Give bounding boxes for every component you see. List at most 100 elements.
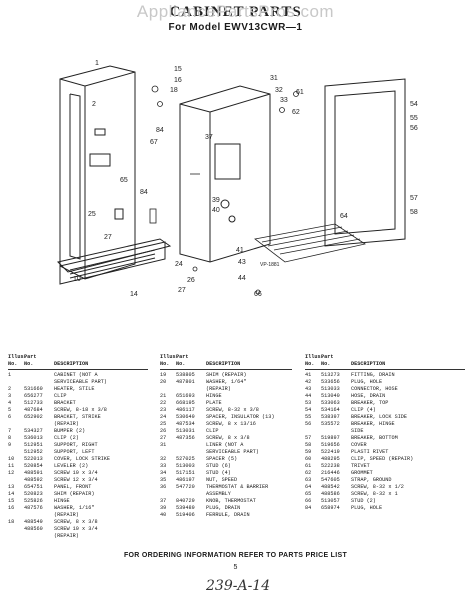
part-no-cell: 512952 <box>24 449 43 455</box>
description-cell: HEATER, STILE <box>54 386 95 392</box>
part-no-cell: 668195 <box>176 400 195 406</box>
description-cell: LINER (NOT A <box>206 442 244 448</box>
part-no-cell: 520854 <box>24 463 43 469</box>
part-no-cell <box>321 428 351 435</box>
part-no-cell: 651693 <box>176 393 195 399</box>
part-no-cell: 525826 <box>24 498 43 504</box>
part-no-cell: 522238 <box>321 463 340 469</box>
callout-18: 18 <box>170 87 178 94</box>
illus-no-cell: 36 <box>160 484 167 490</box>
description-cell: SERVICEABLE PART) <box>54 379 107 385</box>
illus-no-cell: 65 <box>305 491 312 497</box>
callout-33: 33 <box>280 97 288 104</box>
part-no-cell <box>24 533 54 540</box>
part-no-cell: 547605 <box>321 477 340 483</box>
callout-57: 57 <box>410 195 418 202</box>
illus-no-cell: 60 <box>305 456 312 462</box>
part-no-cell: 658974 <box>321 505 340 511</box>
callout-27: 27 <box>104 234 112 241</box>
description-cell: (REPAIR) <box>206 386 231 392</box>
illus-no-cell: 10 <box>8 456 15 462</box>
part-no-cell: 512733 <box>24 400 43 406</box>
description-cell: CLIP <box>54 393 67 399</box>
trivet-drawing <box>254 223 366 263</box>
part-no-cell: 520823 <box>24 491 43 497</box>
illus-no-cell: 20 <box>160 379 167 385</box>
illus-no-cell: 61 <box>305 463 312 469</box>
illus-no-cell: 44 <box>305 393 312 399</box>
callout-44: 44 <box>238 275 246 282</box>
illus-no-cell: 66 <box>305 498 312 504</box>
description-cell: BREAKER, TOP <box>351 400 389 406</box>
part-no-cell <box>176 386 206 393</box>
page-number: 5 <box>233 564 238 571</box>
part-no-cell: 488591 <box>24 470 43 476</box>
description-cell: BREAKER, HINGE <box>351 421 395 427</box>
description-cell: SCREW, 8 x 3/8 <box>206 435 250 441</box>
callout-39: 39 <box>212 197 220 204</box>
illus-no-cell <box>305 428 321 435</box>
illus-no-cell: 5 <box>8 407 12 413</box>
illus-no-cell: 7 <box>8 428 12 434</box>
part-no-cell: 538805 <box>176 372 195 378</box>
callout-2: 2 <box>92 101 96 108</box>
part-no-cell: 533656 <box>321 379 340 385</box>
part-no-cell: 840729 <box>176 498 195 504</box>
callout-59: 61 <box>296 89 304 96</box>
table-row: (REPAIR) <box>8 512 148 519</box>
callout-25: 25 <box>88 211 96 218</box>
part-no-cell: 522013 <box>24 456 43 462</box>
illus-no-cell: 12 <box>8 470 15 476</box>
model-subtitle: For Model EWV13CWR—1 <box>168 22 303 33</box>
front-panel-drawing <box>57 238 172 285</box>
description-cell: SCREW, 8-18 x 3/8 <box>54 407 107 413</box>
illus-no-cell <box>8 449 24 456</box>
description-cell: LEVELER (2) <box>54 463 89 469</box>
table-row: SIDE <box>305 428 465 435</box>
description-cell: HINGE <box>206 393 222 399</box>
description-cell: FERRULE, DRAIN <box>206 512 250 518</box>
table-row: ASSEMBLY <box>160 491 292 498</box>
callout-55: 55 <box>410 115 418 122</box>
part-no-cell: 519406 <box>176 512 195 518</box>
illus-no-cell: 26 <box>160 428 167 434</box>
illus-no-cell: 42 <box>305 379 312 385</box>
description-cell: TRIVET <box>351 463 370 469</box>
illus-no-cell: 84 <box>305 505 312 511</box>
description-cell: GROMMET <box>351 470 373 476</box>
part-no-cell: 487801 <box>176 379 195 385</box>
page-title: CABINET PARTS <box>169 4 302 20</box>
illus-no-cell: 14 <box>8 491 15 497</box>
illus-no-cell: 22 <box>160 400 167 406</box>
illus-no-cell: 16 <box>8 505 15 511</box>
table-header: Illus.Part No.No.DESCRIPTION <box>8 354 148 370</box>
liner-drawing <box>179 85 271 263</box>
part-no-cell: 488586 <box>321 491 340 497</box>
part-no-cell: 535572 <box>321 421 340 427</box>
hardware-drawing <box>149 85 299 295</box>
description-cell: STUD (6) <box>206 463 231 469</box>
description-cell: SCREW 10 x 3/4 <box>54 470 98 476</box>
part-no-cell: 487356 <box>176 435 195 441</box>
illus-no-cell: 32 <box>160 456 167 462</box>
illus-no-cell: 21 <box>160 393 167 399</box>
illus-no-cell: 19 <box>160 372 167 378</box>
part-no-cell: 512951 <box>24 442 43 448</box>
description-cell: PLUG, DRAIN <box>206 505 241 511</box>
description-cell: HOSE, DRAIN <box>351 393 386 399</box>
callout-54: 54 <box>410 101 418 108</box>
